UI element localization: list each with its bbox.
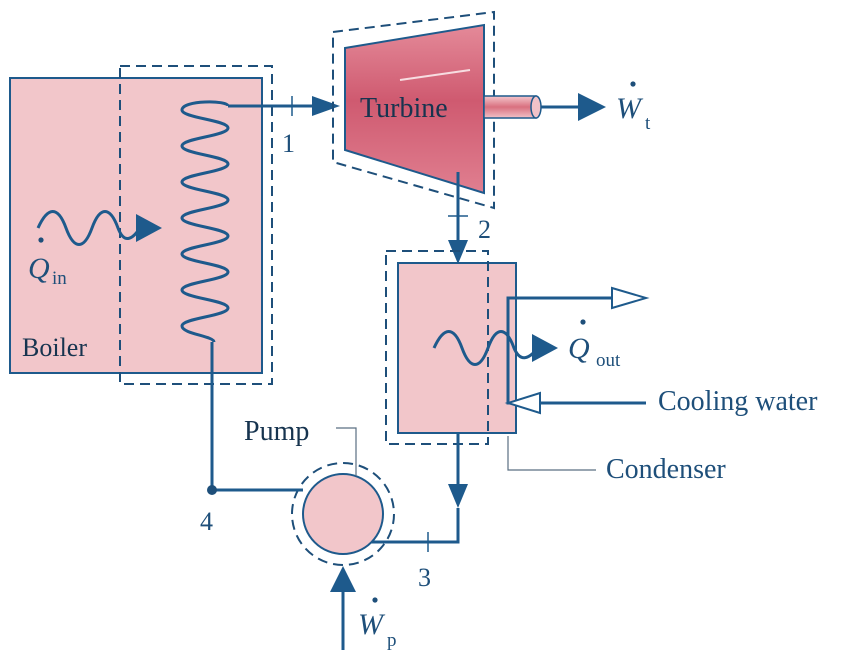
pump: Pump W p [244, 416, 397, 651]
line-state-1: 1 [228, 96, 340, 158]
cooling-water-label: Cooling water [658, 386, 818, 417]
turbine-control-volume [332, 10, 495, 210]
boiler-control-volume [119, 65, 273, 385]
q-out-arrowhead [532, 334, 558, 362]
svg-text:Q: Q [568, 332, 590, 365]
q-out-wave [432, 330, 540, 366]
boiler-label: Boiler [22, 333, 87, 362]
w-p-label: W p [358, 597, 397, 651]
w-t-label: W t [616, 81, 651, 134]
svg-text:in: in [52, 268, 67, 289]
svg-text:out: out [596, 350, 621, 371]
cooling-water-out-arrow [611, 286, 650, 310]
state-4-label: 4 [200, 507, 213, 536]
svg-text:p: p [387, 630, 397, 651]
turbine-label: Turbine [360, 93, 448, 124]
boiler-coil [180, 100, 230, 343]
pump-body [302, 473, 384, 555]
turbine-shaft [483, 95, 537, 119]
turbine: Turbine W t [332, 10, 651, 210]
q-in-wave [36, 210, 142, 246]
line-state-4: 4 [200, 342, 303, 536]
boiler: Boiler Q in [9, 65, 273, 385]
q-in-arrowhead [136, 214, 162, 242]
q-in-label: Q in [28, 237, 67, 289]
w-p-arrowhead [330, 566, 356, 592]
svg-text:W: W [358, 608, 386, 641]
svg-text:Q: Q [28, 252, 50, 285]
state-2-label: 2 [478, 215, 491, 244]
pump-control-volume [291, 462, 395, 566]
svg-text:W: W [616, 92, 644, 125]
turbine-body [344, 23, 485, 195]
svg-text:t: t [645, 113, 651, 134]
w-t-arrowhead [578, 93, 606, 121]
pump-label: Pump [244, 416, 309, 447]
condenser-label: Condenser [606, 454, 726, 485]
line-state-3: 3 [346, 433, 468, 592]
condenser-body [397, 262, 517, 434]
state-1-label: 1 [282, 129, 295, 158]
condenser: Cooling water Q out Condenser [385, 250, 818, 485]
state-3-label: 3 [418, 563, 431, 592]
q-out-label: Q out [568, 319, 621, 371]
